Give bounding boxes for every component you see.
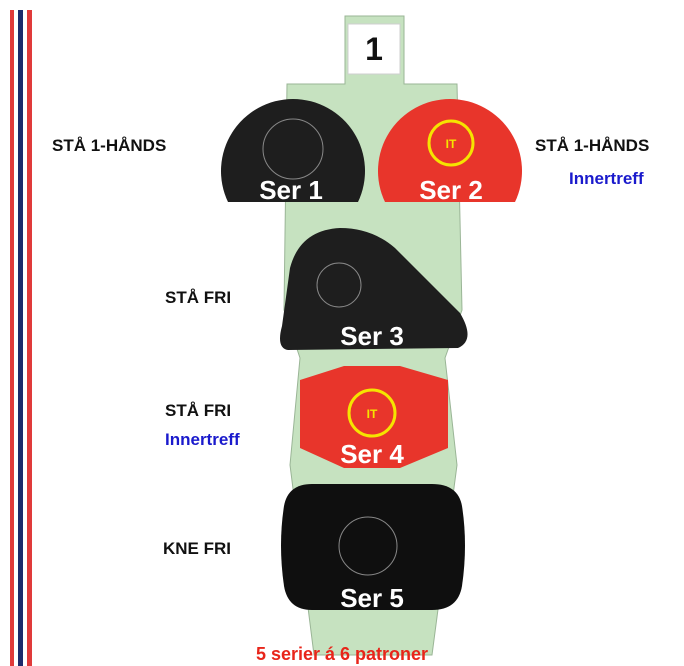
aim-ring: [316, 262, 362, 308]
series-label: Ser 1: [259, 175, 323, 205]
series-label: Ser 5: [340, 583, 404, 613]
stripe-white-right: [23, 10, 27, 666]
target-ser-5: Ser 5: [281, 484, 465, 613]
inner-hit-mark: IT: [446, 137, 457, 151]
position-label-ser-5: KNE FRI: [163, 539, 231, 558]
note-label-ser-2: Innertreff: [569, 169, 644, 188]
stripe-navy: [18, 10, 23, 666]
target-ser-3: Ser 3: [280, 228, 468, 351]
position-label-ser-3: STÅ FRI: [165, 288, 232, 307]
series-label: Ser 4: [340, 439, 404, 469]
series-label: Ser 2: [419, 175, 483, 205]
position-label-ser-1: STÅ 1-HÅNDS: [52, 136, 167, 155]
inner-hit-mark: IT: [367, 407, 378, 421]
board-number: 1: [365, 31, 383, 67]
position-label-ser-2: STÅ 1-HÅNDS: [535, 136, 650, 155]
position-label-ser-4: STÅ FRI: [165, 401, 232, 420]
stripe-red-left: [10, 10, 14, 666]
target-ser-4: IT Ser 4: [300, 366, 448, 469]
stripe-red-right: [27, 10, 32, 666]
footer-caption: 5 serier á 6 patroner: [255, 644, 429, 664]
target-ser-1: Ser 1: [221, 99, 365, 205]
target-ser-2: IT Ser 2: [378, 99, 522, 205]
stripe-white-left: [14, 10, 18, 666]
note-label-ser-4: Innertreff: [165, 430, 240, 449]
aim-ring: [338, 516, 398, 576]
aim-ring: [262, 118, 324, 180]
series-label: Ser 3: [340, 321, 404, 351]
board-number-box: [347, 23, 401, 75]
inner-hit-ring: [427, 119, 475, 167]
inner-hit-ring: [347, 388, 397, 438]
